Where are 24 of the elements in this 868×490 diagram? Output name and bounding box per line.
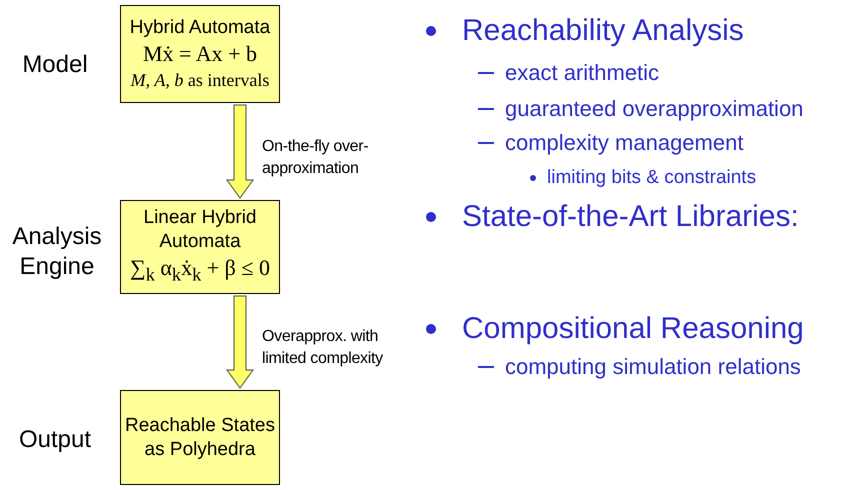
bullet-text: Compositional Reasoning (462, 312, 804, 346)
node-title: Hybrid Automata (130, 16, 270, 40)
process-box (120, 5, 280, 103)
side-label: Analysis Engine (11, 222, 103, 282)
side-label: Model (21, 50, 89, 80)
node-text: ∑$_{k}$ α$_{k}$ẋ$_{k}$ + β ≤ 0 (130, 254, 270, 286)
edge-label: On-the-fly over-approximation (262, 137, 370, 179)
process-box (120, 200, 280, 294)
node-text: Mẋ = Ax + b (142, 40, 258, 68)
bullet-text: Reachability Analysis (462, 14, 744, 48)
bullet-text: State-of-the-Art Libraries: (462, 200, 799, 234)
node-title: Reachable States as Polyhedra (124, 414, 276, 462)
bullet-text: complexity management (505, 130, 744, 156)
bullet-text: computing simulation relations (505, 354, 801, 380)
node-title: Linear Hybrid Automata (142, 206, 258, 254)
bullet-text: exact arithmetic (505, 60, 660, 86)
bullet-text: guaranteed overapproximation (505, 96, 804, 122)
process-box (120, 390, 280, 485)
edge-label: Overapprox. with limited complexity (262, 327, 384, 369)
node-text: M, A, b as intervals (130, 69, 270, 92)
block-arrow (226, 104, 254, 199)
block-arrow (226, 296, 254, 389)
side-label: Output (18, 425, 92, 455)
bullet-text: limiting bits & constraints (547, 166, 756, 189)
